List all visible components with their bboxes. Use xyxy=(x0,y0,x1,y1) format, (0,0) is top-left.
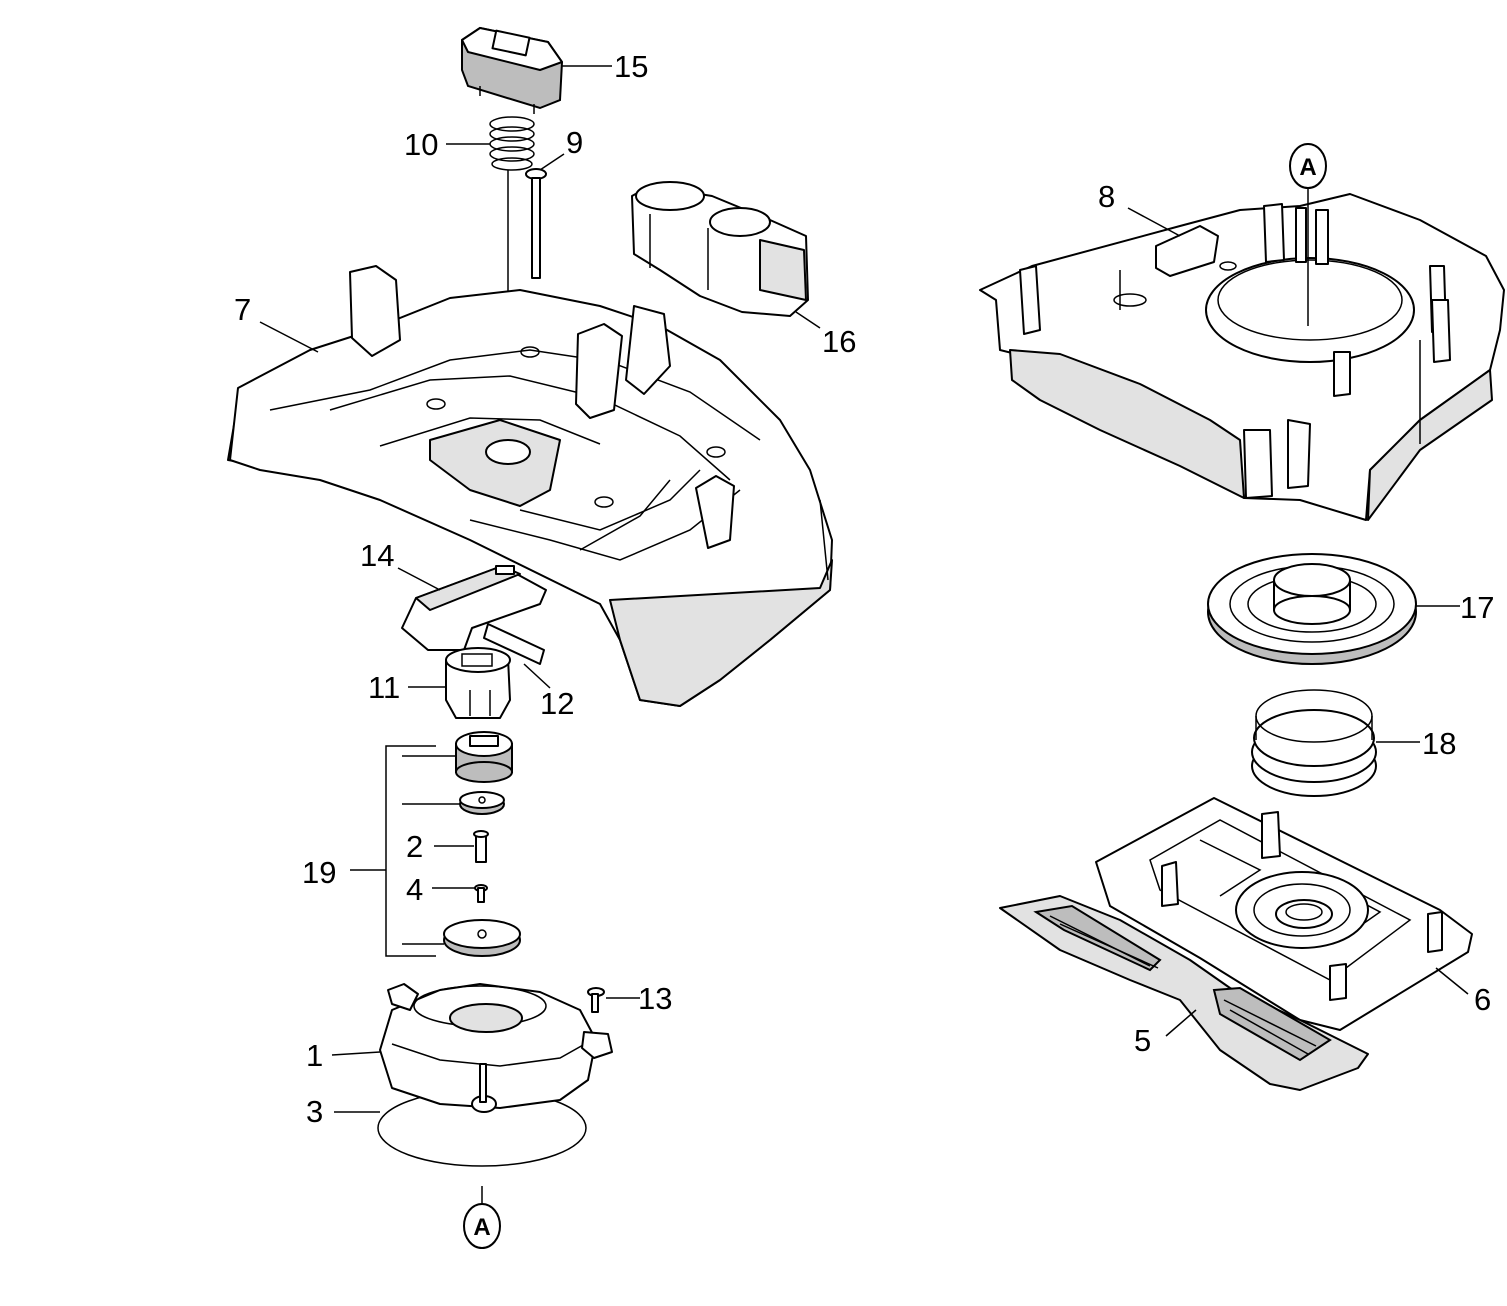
callout-9: 9 xyxy=(566,125,583,160)
callout-16: 16 xyxy=(822,324,856,359)
part-5-grille xyxy=(999,895,1369,1091)
bracket-19 xyxy=(350,745,460,957)
callout-3: 3 xyxy=(306,1094,323,1129)
callout-6: 6 xyxy=(1474,982,1491,1017)
part-14-bracket xyxy=(401,565,547,651)
part-19-kit xyxy=(443,731,521,957)
callout-14: 14 xyxy=(360,538,394,573)
callout-11: 11 xyxy=(368,670,400,705)
part-1-housing xyxy=(377,983,613,1167)
part-13-screw xyxy=(587,987,605,1013)
part-9-long-screw xyxy=(525,168,547,279)
callout-10: 10 xyxy=(404,127,438,162)
marker-a-bottom-label: A xyxy=(473,1214,490,1241)
callout-12: 12 xyxy=(540,686,574,721)
callout-1: 1 xyxy=(306,1038,323,1073)
marker-a-bottom: A xyxy=(463,1186,501,1249)
part-18-ring xyxy=(1251,689,1377,797)
callout-13: 13 xyxy=(638,981,672,1016)
part-10-spring xyxy=(489,116,535,171)
callout-labels: 15 10 9 7 16 14 11 12 2 19 4 13 1 3 8 17… xyxy=(234,49,1494,1129)
part-17-disc xyxy=(1207,553,1417,665)
part-11-sleeve xyxy=(445,647,511,719)
callout-17: 17 xyxy=(1460,590,1494,625)
part-12-pin xyxy=(483,623,545,665)
part-15-cap xyxy=(461,26,564,114)
callout-15: 15 xyxy=(614,49,648,84)
callout-18: 18 xyxy=(1422,726,1456,761)
part-6-frame xyxy=(1095,797,1473,1031)
callout-8: 8 xyxy=(1098,179,1115,214)
callout-2: 2 xyxy=(406,829,423,864)
callout-19: 19 xyxy=(302,855,336,890)
callout-4: 4 xyxy=(406,872,423,907)
marker-a-top-label: A xyxy=(1299,154,1316,181)
callout-7: 7 xyxy=(234,292,251,327)
callout-5: 5 xyxy=(1134,1023,1151,1058)
marker-a-top: A xyxy=(1289,143,1327,326)
leader-lines xyxy=(259,65,1469,1113)
part-16-holder xyxy=(631,181,809,317)
part-7-deck xyxy=(227,265,833,707)
part-8-base xyxy=(979,193,1505,521)
